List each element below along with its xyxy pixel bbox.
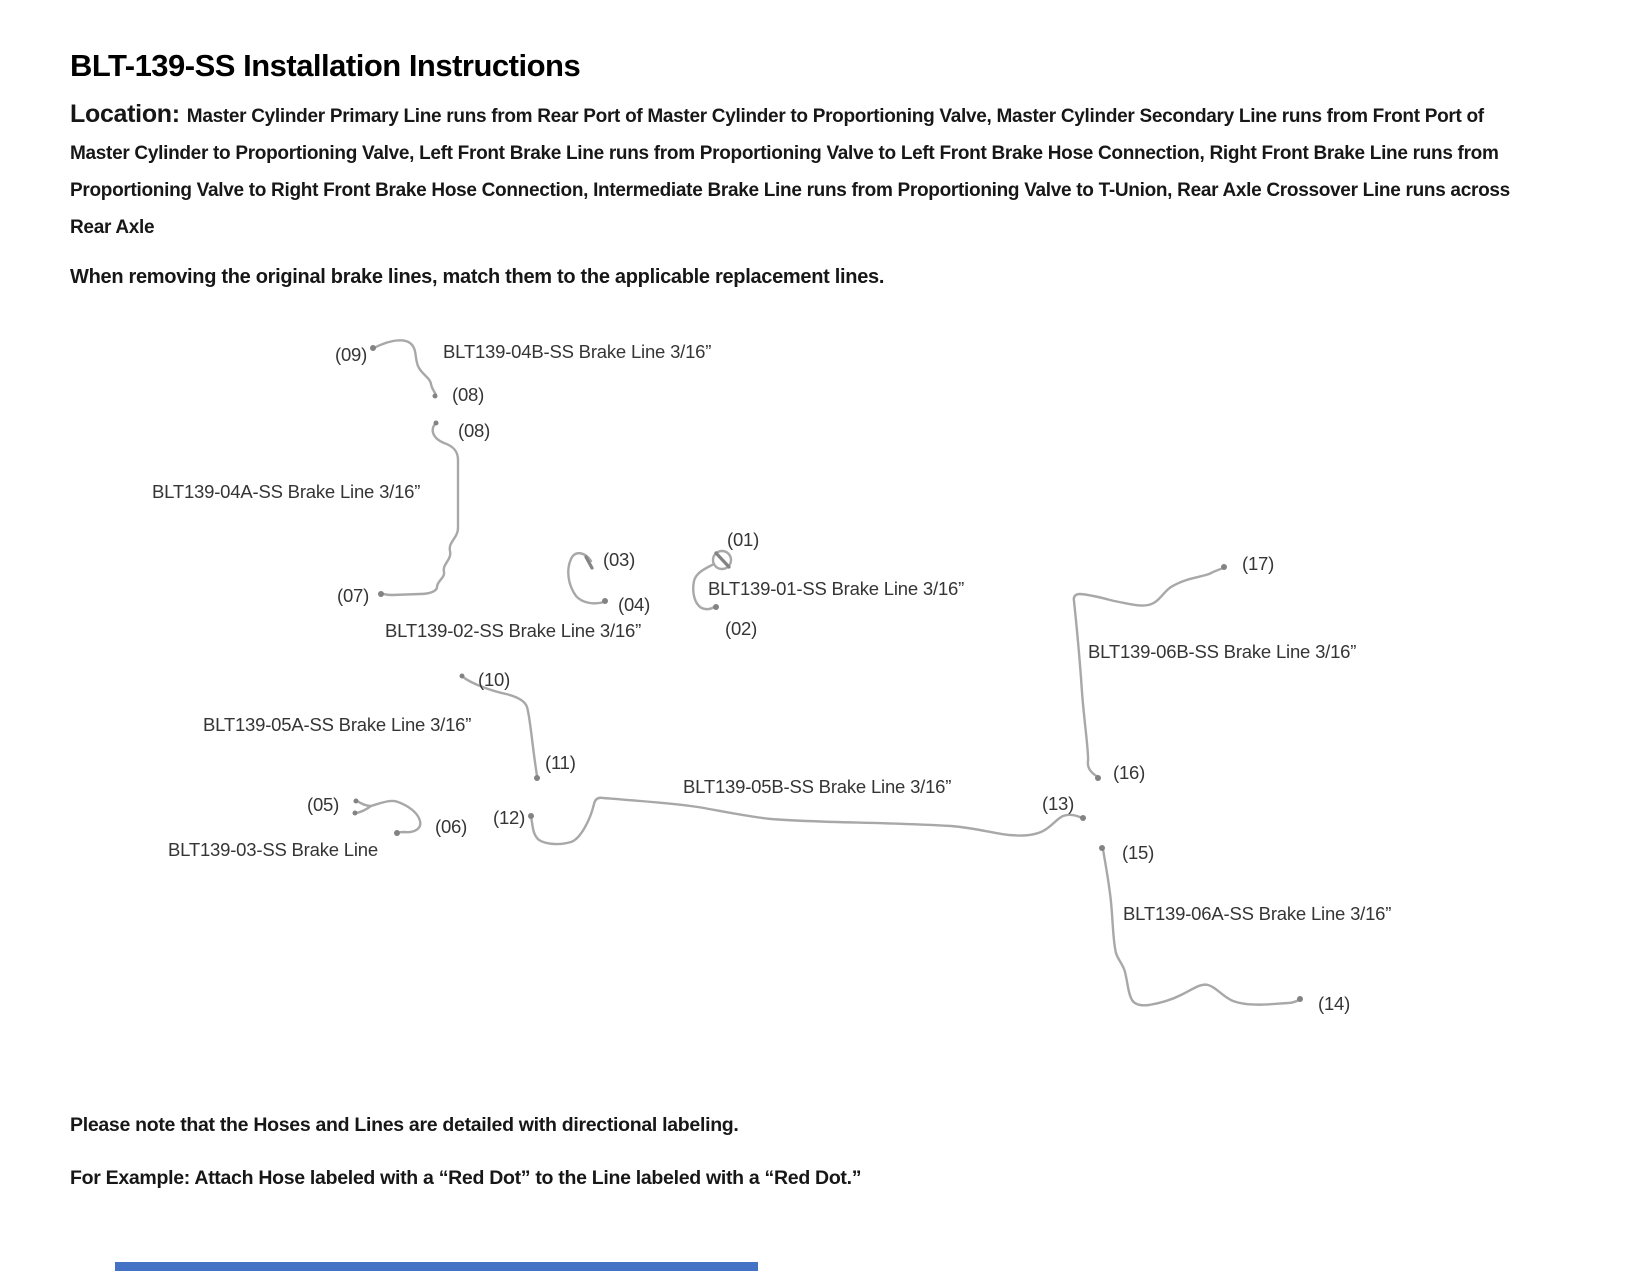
callout-09: (09) [335,344,368,365]
part-label-02: BLT139-02-SS Brake Line 3/16” [385,620,642,641]
part-label-04b: BLT139-04B-SS Brake Line 3/16” [443,341,712,362]
callout-03: (03) [603,549,636,570]
callout-01: (01) [727,529,760,550]
callout-13: (13) [1042,793,1075,814]
location-label: Location: [70,100,180,128]
part-label-05b: BLT139-05B-SS Brake Line 3/16” [683,776,952,797]
callout-06: (06) [435,816,468,837]
part-label-06a: BLT139-06A-SS Brake Line 3/16” [1123,903,1392,924]
note-directional-labeling: Please note that the Hoses and Lines are… [70,1114,739,1136]
callout-12: (12) [493,807,526,828]
brake-line-05b [528,796,1086,846]
brake-line-01 [692,549,733,611]
brake-line-02 [567,552,608,605]
part-label-06b: BLT139-06B-SS Brake Line 3/16” [1088,641,1357,662]
note-example: For Example: Attach Hose labeled with a … [70,1167,862,1189]
bottom-blue-bar [115,1262,758,1271]
callout-14: (14) [1318,993,1351,1014]
instruction-line: When removing the original brake lines, … [70,266,885,288]
callout-11: (11) [545,752,576,773]
brake-line-06a [1099,845,1303,1007]
callout-08-upper: (08) [452,384,485,405]
brake-line-05a [459,673,540,781]
brake-line-06b [1072,564,1227,781]
part-label-05a: BLT139-05A-SS Brake Line 3/16” [203,714,472,735]
callout-05: (05) [307,794,340,815]
callout-07: (07) [337,585,370,606]
callout-15: (15) [1122,842,1155,863]
callout-02: (02) [725,618,758,639]
page-title: BLT-139-SS Installation Instructions [70,48,581,83]
callout-04: (04) [618,594,651,615]
brake-line-04a [378,420,460,597]
callout-10: (10) [478,669,511,690]
location-paragraph: Location:Master Cylinder Primary Line ru… [70,96,1548,246]
part-label-03: BLT139-03-SS Brake Line [168,839,378,860]
callout-16: (16) [1113,762,1146,783]
brake-line-03 [352,798,422,836]
callout-08-lower: (08) [458,420,491,441]
brake-line-04b [370,339,438,399]
part-label-01: BLT139-01-SS Brake Line 3/16” [708,578,965,599]
callout-17: (17) [1242,553,1275,574]
location-text: Master Cylinder Primary Line runs from R… [70,106,1510,238]
part-label-04a: BLT139-04A-SS Brake Line 3/16” [152,481,421,502]
